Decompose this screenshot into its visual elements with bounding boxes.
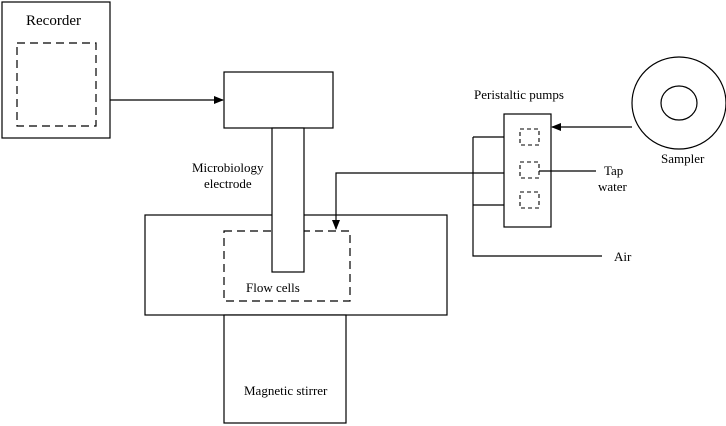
air-label: Air: [614, 249, 632, 264]
electrode-label-line2: electrode: [204, 176, 252, 191]
sampler-label: Sampler: [661, 151, 705, 166]
magnetic-stirrer: Magnetic stirrer: [223, 314, 347, 424]
flow-cells-region: [223, 230, 351, 302]
stirrer-label: Magnetic stirrer: [244, 383, 328, 398]
electrode-head: [223, 71, 334, 129]
sampler: Sampler: [631, 56, 726, 166]
electrode-shaft: [271, 127, 305, 273]
air-line: [472, 137, 602, 257]
flow-cells-label: Flow cells: [246, 280, 300, 295]
pumps-label: Peristaltic pumps: [474, 87, 564, 102]
pump-channel-2: [519, 161, 540, 179]
recorder: Recorder: [1, 1, 111, 139]
recorder-display: [16, 42, 97, 127]
pump-channel-3: [519, 191, 540, 209]
pump-outlet-line: [332, 172, 504, 230]
sampler-inner: [660, 85, 698, 121]
pump-channel-1: [519, 128, 540, 146]
electrode-label-line1: Microbiology: [192, 160, 264, 175]
recorder-box: [1, 1, 111, 139]
tap-label-line2: water: [598, 179, 628, 194]
tap-label-line1: Tap: [604, 163, 623, 178]
peristaltic-pumps: Peristaltic pumps: [474, 87, 564, 228]
recorder-label: Recorder: [26, 13, 81, 29]
stirrer-box: [223, 314, 347, 424]
